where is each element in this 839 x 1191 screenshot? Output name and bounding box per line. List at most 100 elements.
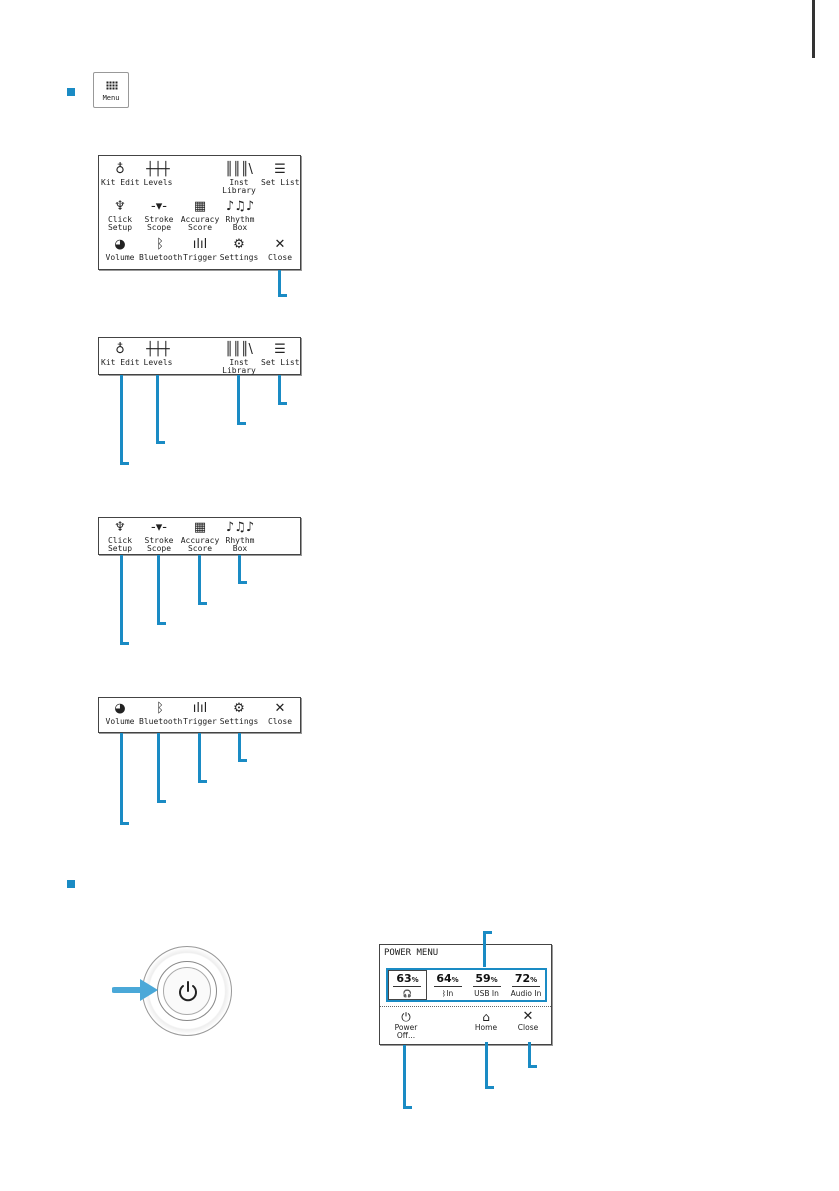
menu-screen-row2: ♆ Click Setup -▾- Stroke Scope ▦ Accurac… <box>98 517 301 555</box>
callout-line <box>278 375 281 405</box>
menu-item-trigger[interactable]: ılıl Trigger <box>181 700 219 726</box>
menu-item-click-setup[interactable]: ♆ Click Setup <box>101 198 139 232</box>
callout-line <box>278 294 287 297</box>
menu-item-settings[interactable]: ⚙ Settings <box>219 701 259 726</box>
menu-item-volume[interactable]: ◕ Volume <box>101 700 139 726</box>
callout-line <box>198 602 207 605</box>
rhythm-icon: ♪♫♪ <box>225 520 255 535</box>
menu-screen-row3: ◕ Volume ᛒ Bluetooth ılıl Trigger ⚙ Sett… <box>98 697 301 733</box>
menu-item-bluetooth[interactable]: ᛒ Bluetooth <box>139 701 183 726</box>
volume-knob-icon: ◕ <box>114 701 126 716</box>
bluetooth-icon: ᛒ <box>156 237 164 252</box>
home-icon: ⌂ <box>482 1010 490 1024</box>
bluetooth-in-label: ᛒIn <box>441 989 454 998</box>
audio-in-label: Audio In <box>510 989 542 998</box>
divider <box>380 1006 551 1007</box>
callout-line <box>120 733 123 825</box>
library-icon: ║║║\ <box>225 342 253 357</box>
menu-item-trigger[interactable]: ılıl Trigger <box>181 236 219 262</box>
callout-line <box>485 1042 488 1089</box>
level-underline <box>434 986 462 987</box>
callout-line <box>157 800 166 803</box>
trigger-icon: ılıl <box>192 701 208 716</box>
menu-item-volume[interactable]: ◕ Volume <box>101 236 139 262</box>
menu-item-accuracy-score[interactable]: ▦ Accuracy Score <box>180 520 220 553</box>
level-underline <box>393 986 421 987</box>
grid-icon <box>106 81 118 90</box>
menu-item-rhythm-box[interactable]: ♪♫♪ Rhythm Box <box>221 198 259 232</box>
level-selected-box <box>388 970 427 1000</box>
level-group-highlight <box>386 968 547 1002</box>
volume-knob-icon: ◕ <box>114 237 126 252</box>
callout-line <box>157 733 160 803</box>
callout-line <box>156 441 165 444</box>
callout-line <box>238 733 241 762</box>
headphones-level[interactable]: 63% <box>396 972 419 985</box>
menu-item-kit-edit[interactable]: ♁ Kit Edit <box>101 342 140 367</box>
callout-line <box>198 780 207 783</box>
callout-line <box>198 733 201 783</box>
power-icon: ⏻ <box>401 1010 411 1024</box>
score-icon: ▦ <box>193 520 207 535</box>
menu-item-set-list[interactable]: ☰ Set List <box>261 162 300 187</box>
score-icon: ▦ <box>193 199 207 214</box>
menu-item-inst-library[interactable]: ║║║\ Inst Library <box>219 341 259 375</box>
level-underline <box>512 986 540 987</box>
callout-line <box>198 555 201 605</box>
callout-line <box>237 375 240 425</box>
menu-screen-full: ♁ Kit Edit ┼┼┼ Levels ║║║\ Inst Library … <box>98 155 301 270</box>
list-icon: ☰ <box>274 162 286 177</box>
bluetooth-level[interactable]: 64% <box>436 972 459 985</box>
menu-item-levels[interactable]: ┼┼┼ Levels <box>139 161 177 187</box>
menu-item-close[interactable]: ✕ Close <box>261 700 299 726</box>
menu-item-close[interactable]: ✕ Close <box>261 236 299 262</box>
callout-line <box>403 1106 412 1109</box>
close-button[interactable]: ✕ Close <box>511 1010 545 1032</box>
section-bullet <box>67 88 75 96</box>
gear-icon: ⚙ <box>233 701 245 716</box>
menu-item-click-setup[interactable]: ♆ Click Setup <box>101 519 139 553</box>
callout-line <box>157 622 166 625</box>
menu-button[interactable]: Menu <box>93 72 129 108</box>
power-off-button[interactable]: ⏻ Power Off... <box>386 1010 426 1040</box>
menu-item-stroke-scope[interactable]: -▾- Stroke Scope <box>139 519 179 553</box>
close-icon: ✕ <box>274 237 286 252</box>
section-bullet <box>67 880 75 888</box>
audio-in-level[interactable]: 72% <box>514 972 538 985</box>
trigger-icon: ılıl <box>192 237 208 252</box>
callout-line <box>238 555 241 584</box>
menu-item-levels[interactable]: ┼┼┼ Levels <box>139 341 177 367</box>
callout-line <box>120 822 129 825</box>
power-button[interactable] <box>163 967 211 1015</box>
headphones-icon: 🎧 <box>402 989 413 998</box>
library-icon: ║║║\ <box>225 162 253 177</box>
click-icon: ♆ <box>114 520 126 535</box>
callout-line <box>278 270 281 297</box>
page-edge-line <box>812 0 815 58</box>
callout-line <box>156 375 159 444</box>
press-arrow-icon <box>112 979 158 1001</box>
usb-in-level[interactable]: 59% <box>475 972 498 985</box>
usb-in-label: USB In <box>474 989 499 998</box>
menu-screen-row1: ♁ Kit Edit ┼┼┼ Levels ║║║\ Inst Library … <box>98 337 301 375</box>
callout-line <box>483 931 486 967</box>
menu-item-kit-edit[interactable]: ♁ Kit Edit <box>101 162 140 187</box>
callout-line <box>120 375 123 465</box>
menu-item-inst-library[interactable]: ║║║\ Inst Library <box>219 161 259 195</box>
menu-item-accuracy-score[interactable]: ▦ Accuracy Score <box>180 199 220 232</box>
home-button[interactable]: ⌂ Home <box>470 1010 502 1032</box>
close-icon: ✕ <box>522 1009 534 1024</box>
click-icon: ♆ <box>114 199 126 214</box>
callout-line <box>278 402 287 405</box>
callout-line <box>120 462 129 465</box>
power-menu-screen: POWER MENU 63% 🎧 64% ᛒIn 59% USB In 72% … <box>379 944 552 1045</box>
menu-item-settings[interactable]: ⚙ Settings <box>219 237 259 262</box>
callout-line <box>238 759 247 762</box>
menu-item-stroke-scope[interactable]: -▾- Stroke Scope <box>139 198 179 232</box>
rhythm-icon: ♪♫♪ <box>225 199 255 214</box>
menu-item-set-list[interactable]: ☰ Set List <box>261 342 300 367</box>
callout-line <box>528 1042 531 1068</box>
menu-item-rhythm-box[interactable]: ♪♫♪ Rhythm Box <box>221 519 259 553</box>
menu-item-bluetooth[interactable]: ᛒ Bluetooth <box>139 237 183 262</box>
power-icon <box>179 981 197 1002</box>
